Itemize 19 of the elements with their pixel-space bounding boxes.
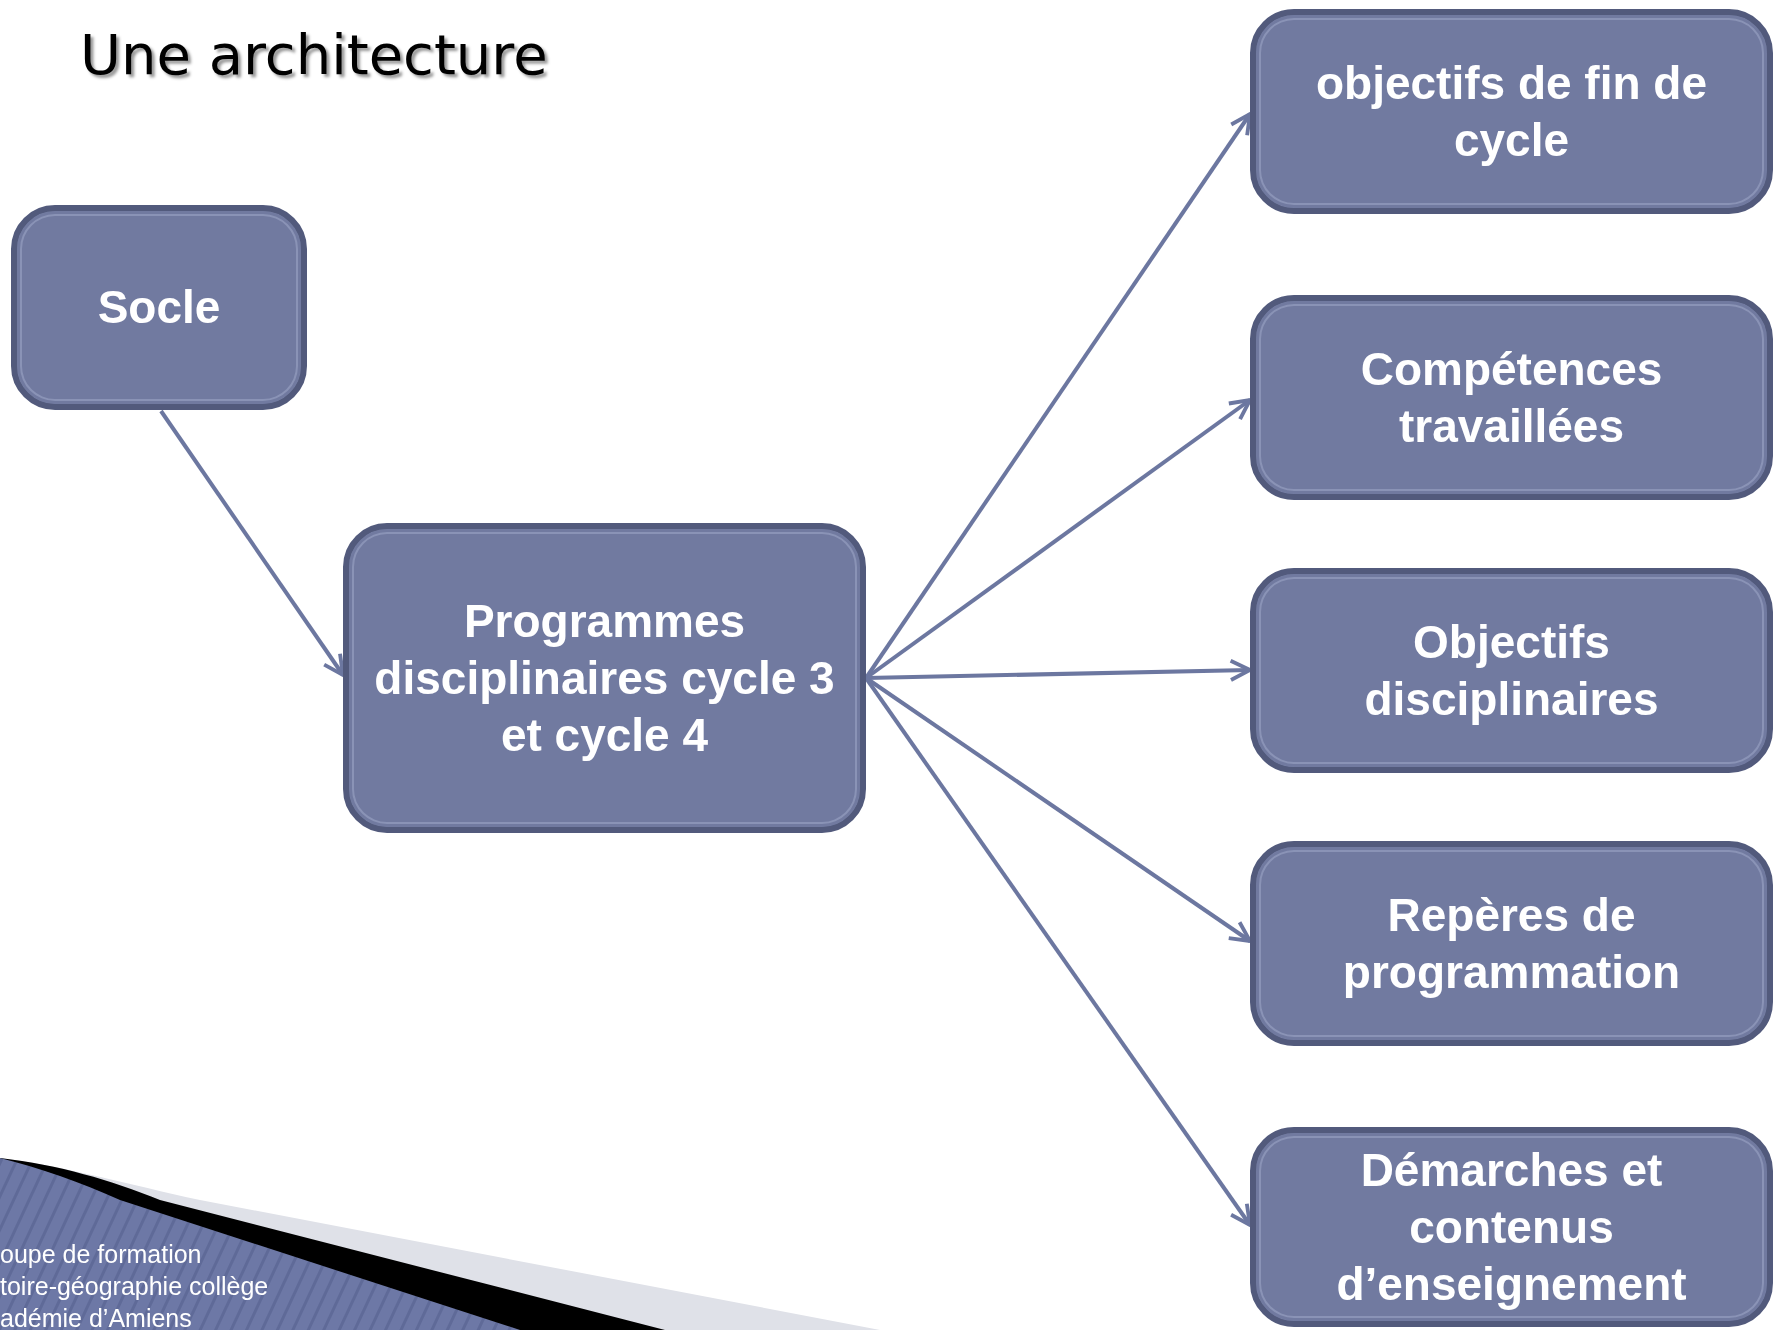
footer-text: toire-géographie collège — [0, 1271, 269, 1302]
process-box — [1250, 9, 1773, 214]
box-label: Programmes disciplinaires cycle 3 et cycle 4 — [373, 593, 836, 763]
process-box — [1250, 841, 1773, 1046]
slide-title: Une architecture — [80, 22, 548, 87]
process-box — [1250, 295, 1773, 500]
arrow — [159, 409, 345, 677]
process-box — [1250, 1127, 1773, 1327]
footer-text: oupe de formation — [0, 1239, 202, 1270]
process-box — [1250, 568, 1773, 773]
box-label: Socle — [96, 280, 222, 335]
box-label: Objectifs disciplinaires — [1363, 614, 1660, 727]
process-box — [343, 523, 866, 833]
footer-text: adémie d’Amiens — [0, 1303, 192, 1330]
process-box — [11, 205, 307, 410]
box-label: Repères de programmation — [1341, 887, 1682, 1000]
box-label: objectifs de fin de cycle — [1314, 55, 1708, 168]
box-label: Démarches et contenus d’enseignement — [1335, 1142, 1688, 1312]
box-label: Compétences travaillées — [1359, 341, 1664, 454]
